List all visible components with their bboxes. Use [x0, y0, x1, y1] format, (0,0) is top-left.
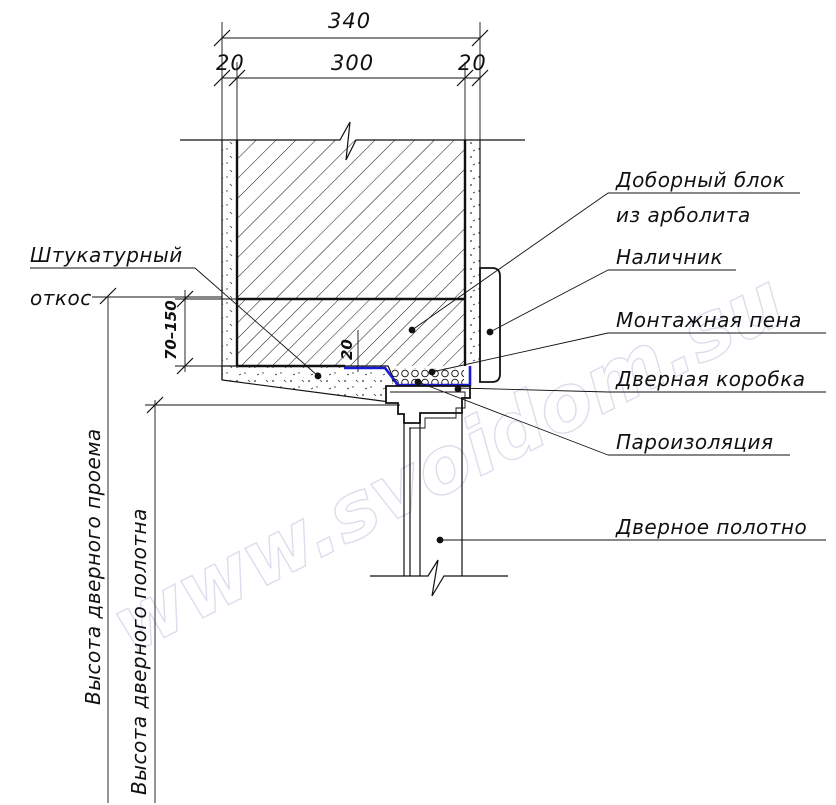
label-door-frame: Дверная коробка: [615, 367, 806, 391]
door-leaf: [370, 413, 508, 597]
leaf-height-label: Высота дверного полотна: [127, 508, 151, 795]
dim-block: 300: [331, 51, 374, 75]
dim-lintel-height: 70–150: [162, 300, 180, 360]
label-extra-block-1: Доборный блок: [615, 168, 785, 192]
label-plaster-slope-2: откос: [30, 286, 92, 310]
dim-right-plaster: 20: [458, 51, 487, 75]
label-casing: Наличник: [616, 245, 723, 269]
dim-left-plaster: 20: [216, 51, 245, 75]
opening-height-label: Высота дверного проема: [81, 428, 105, 705]
mounting-foam: [392, 368, 464, 384]
wall-section: [180, 121, 525, 380]
dim-total: 340: [328, 9, 371, 33]
label-foam: Монтажная пена: [616, 308, 802, 332]
dimension-lines: [175, 22, 489, 375]
label-vapor-barrier: Пароизоляция: [616, 430, 774, 454]
leader-lines: [30, 192, 826, 544]
vapor-barrier: [344, 366, 472, 387]
casing-trim: [479, 267, 501, 383]
label-extra-block-2: из арболита: [616, 203, 751, 227]
label-door-leaf: Дверное полотно: [615, 515, 807, 539]
height-lines: [92, 287, 400, 803]
label-plaster-slope-1: Штукатурный: [30, 243, 183, 267]
